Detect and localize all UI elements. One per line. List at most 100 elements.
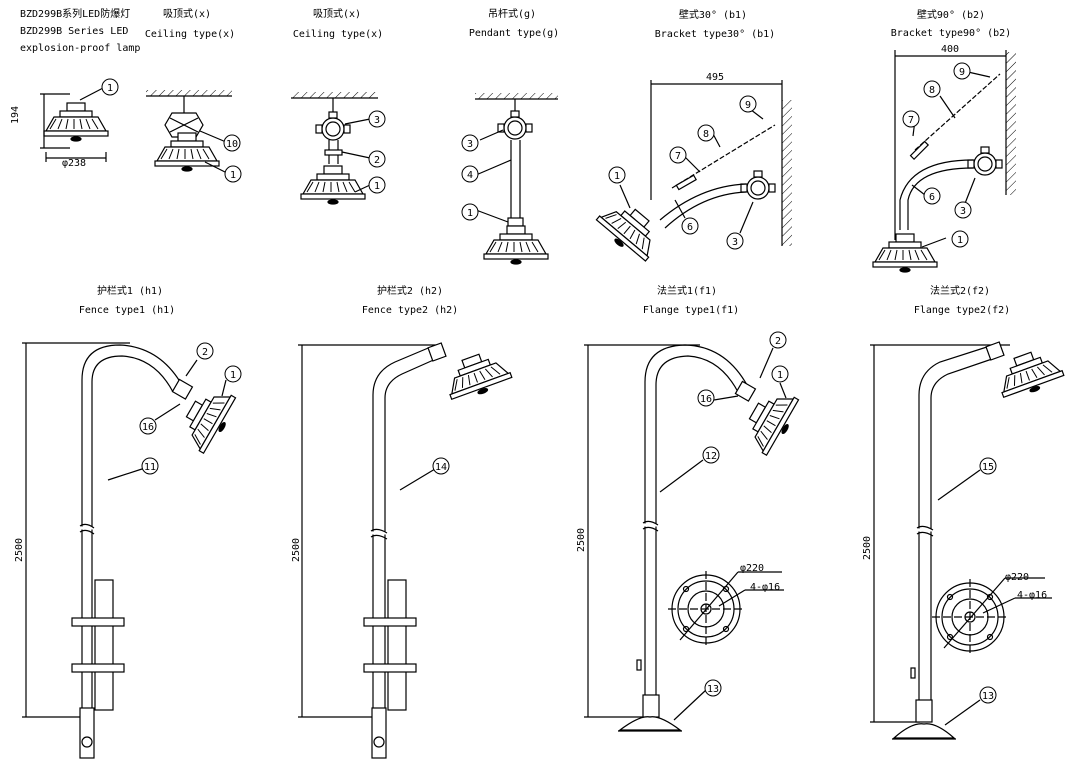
panel-title-en-ceiling-1: Ceiling type(x) — [144, 29, 236, 40]
callout-number: 4 — [467, 170, 473, 181]
callout-number: 13 — [707, 684, 719, 695]
callout-number: 1 — [107, 83, 113, 94]
callout-bubble: 15 — [979, 457, 997, 475]
callout-bubble: 7 — [902, 110, 920, 128]
callout-bubble: 2 — [368, 150, 386, 168]
callout-bubble: 1 — [101, 78, 119, 96]
callout-number: 2 — [202, 347, 208, 358]
flange-diameter-220-f1: φ220 — [740, 563, 764, 574]
callout-number: 1 — [230, 170, 236, 181]
series-title-cn: BZD299B系列LED防爆灯 — [20, 9, 131, 20]
callout-number: 1 — [374, 181, 380, 192]
callout-number: 9 — [745, 100, 751, 111]
callout-bubble: 3 — [461, 134, 479, 152]
callout-bubble: 1 — [951, 230, 969, 248]
callout-number: 13 — [982, 691, 994, 702]
callout-bubble: 8 — [697, 124, 715, 142]
callout-bubble: 1 — [608, 166, 626, 184]
callout-bubble: 12 — [702, 446, 720, 464]
dimension-labels: 194 φ238 495 400 2500 2500 2500 2500 φ22… — [10, 44, 1047, 601]
callout-bubble: 1 — [461, 203, 479, 221]
height-dimension-2500-fence-1: 2500 — [14, 538, 25, 562]
callout-number: 1 — [957, 235, 963, 246]
panel-title-en-fence-1: Fence type1 (h1) — [78, 305, 176, 316]
callout-number: 7 — [675, 151, 681, 162]
callout-number: 14 — [435, 462, 447, 473]
callout-bubble: 8 — [923, 80, 941, 98]
panel-title-cn-pendant: 吊杆式(g) — [487, 9, 537, 20]
flange-type-1-drawing — [584, 344, 804, 732]
callout-number: 12 — [705, 451, 717, 462]
panel-title-en-pendant: Pendant type(g) — [468, 28, 560, 39]
panel-title-cn-ceiling-1: 吸顶式(x) — [162, 9, 212, 20]
panel-title-en-ceiling-2: Ceiling type(x) — [292, 29, 384, 40]
panel-title-cn-fence-2: 护栏式2 (h2) — [376, 286, 444, 297]
panel-title-en-bracket-90: Bracket type90° (b2) — [890, 28, 1012, 39]
callout-bubble: 1 — [771, 365, 789, 383]
ceiling-type-a-drawing — [146, 90, 232, 174]
callout-number: 9 — [959, 67, 965, 78]
callout-bubble: 2 — [769, 331, 787, 349]
fence-type-2-drawing — [298, 342, 515, 759]
callout-number: 11 — [144, 462, 156, 473]
callout-number: 1 — [614, 171, 620, 182]
callout-number: 6 — [687, 222, 693, 233]
height-dimension-2500-fence-2: 2500 — [291, 538, 302, 562]
callout-bubble: 14 — [432, 457, 450, 475]
panel-title-en-flange-2: Flange type2(f2) — [913, 305, 1011, 316]
height-dimension-2500-flange-2: 2500 — [862, 536, 873, 560]
flange-diameter-220-f2: φ220 — [1005, 572, 1029, 583]
panel-title-cn-flange-2: 法兰式2(f2) — [929, 286, 991, 297]
width-dimension-495: 495 — [706, 72, 724, 83]
callout-number: 1 — [467, 208, 473, 219]
callout-number: 3 — [960, 206, 966, 217]
callout-bubble: 11 — [141, 457, 159, 475]
callout-number: 10 — [226, 139, 238, 150]
diameter-dimension-238: φ238 — [62, 158, 86, 169]
width-dimension-400: 400 — [941, 44, 959, 55]
callout-number: 16 — [142, 422, 154, 433]
panel-title-cn-ceiling-2: 吸顶式(x) — [312, 9, 362, 20]
callout-number: 1 — [230, 370, 236, 381]
panel-title-cn-bracket-90: 壁式90° (b2) — [916, 10, 986, 21]
callout-bubble: 3 — [726, 232, 744, 250]
panel-title-en-flange-1: Flange type1(f1) — [642, 305, 740, 316]
callout-bubble: 1 — [368, 176, 386, 194]
callout-bubble: 3 — [954, 201, 972, 219]
callout-bubble: 7 — [669, 146, 687, 164]
callout-bubble: 16 — [139, 417, 157, 435]
callout-number: 7 — [908, 115, 914, 126]
callout-bubble: 1 — [224, 365, 242, 383]
series-title-en-line2: explosion-proof lamp — [20, 43, 141, 54]
callout-bubble: 10 — [223, 134, 241, 152]
callout-number: 3 — [732, 237, 738, 248]
bolt-holes-f1: 4-φ16 — [750, 582, 780, 593]
callout-number: 6 — [929, 192, 935, 203]
callout-bubble: 4 — [461, 165, 479, 183]
series-title-en-line1: BZD299B Series LED — [20, 26, 129, 37]
fence-type-1-drawing — [22, 342, 241, 759]
callout-labels: 1 10 1 3 2 1 3 4 1 9 8 7 1 6 3 9 8 7 6 3… — [101, 62, 997, 704]
callout-bubble: 13 — [979, 686, 997, 704]
panel-title-en-bracket-30: Bracket type30° (b1) — [654, 29, 776, 40]
callout-number: 16 — [700, 394, 712, 405]
callout-number: 1 — [777, 370, 783, 381]
callout-bubble: 3 — [368, 110, 386, 128]
callout-bubble: 9 — [739, 95, 757, 113]
callout-bubble: 1 — [224, 165, 242, 183]
callout-number: 2 — [374, 155, 380, 166]
bolt-holes-f2: 4-φ16 — [1017, 590, 1047, 601]
height-dimension-2500-flange-1: 2500 — [576, 528, 587, 552]
callout-number: 3 — [374, 115, 380, 126]
panel-title-cn-fence-1: 护栏式1 (h1) — [96, 286, 164, 297]
callout-bubble: 6 — [923, 187, 941, 205]
callout-bubble: 6 — [681, 217, 699, 235]
callout-bubble: 2 — [196, 342, 214, 360]
pendant-type-drawing — [475, 93, 558, 265]
callout-bubble: 9 — [953, 62, 971, 80]
callout-number: 3 — [467, 139, 473, 150]
basic-lamp-drawing — [40, 86, 109, 162]
callout-bubble: 16 — [697, 389, 715, 407]
height-dimension-194: 194 — [10, 106, 21, 124]
